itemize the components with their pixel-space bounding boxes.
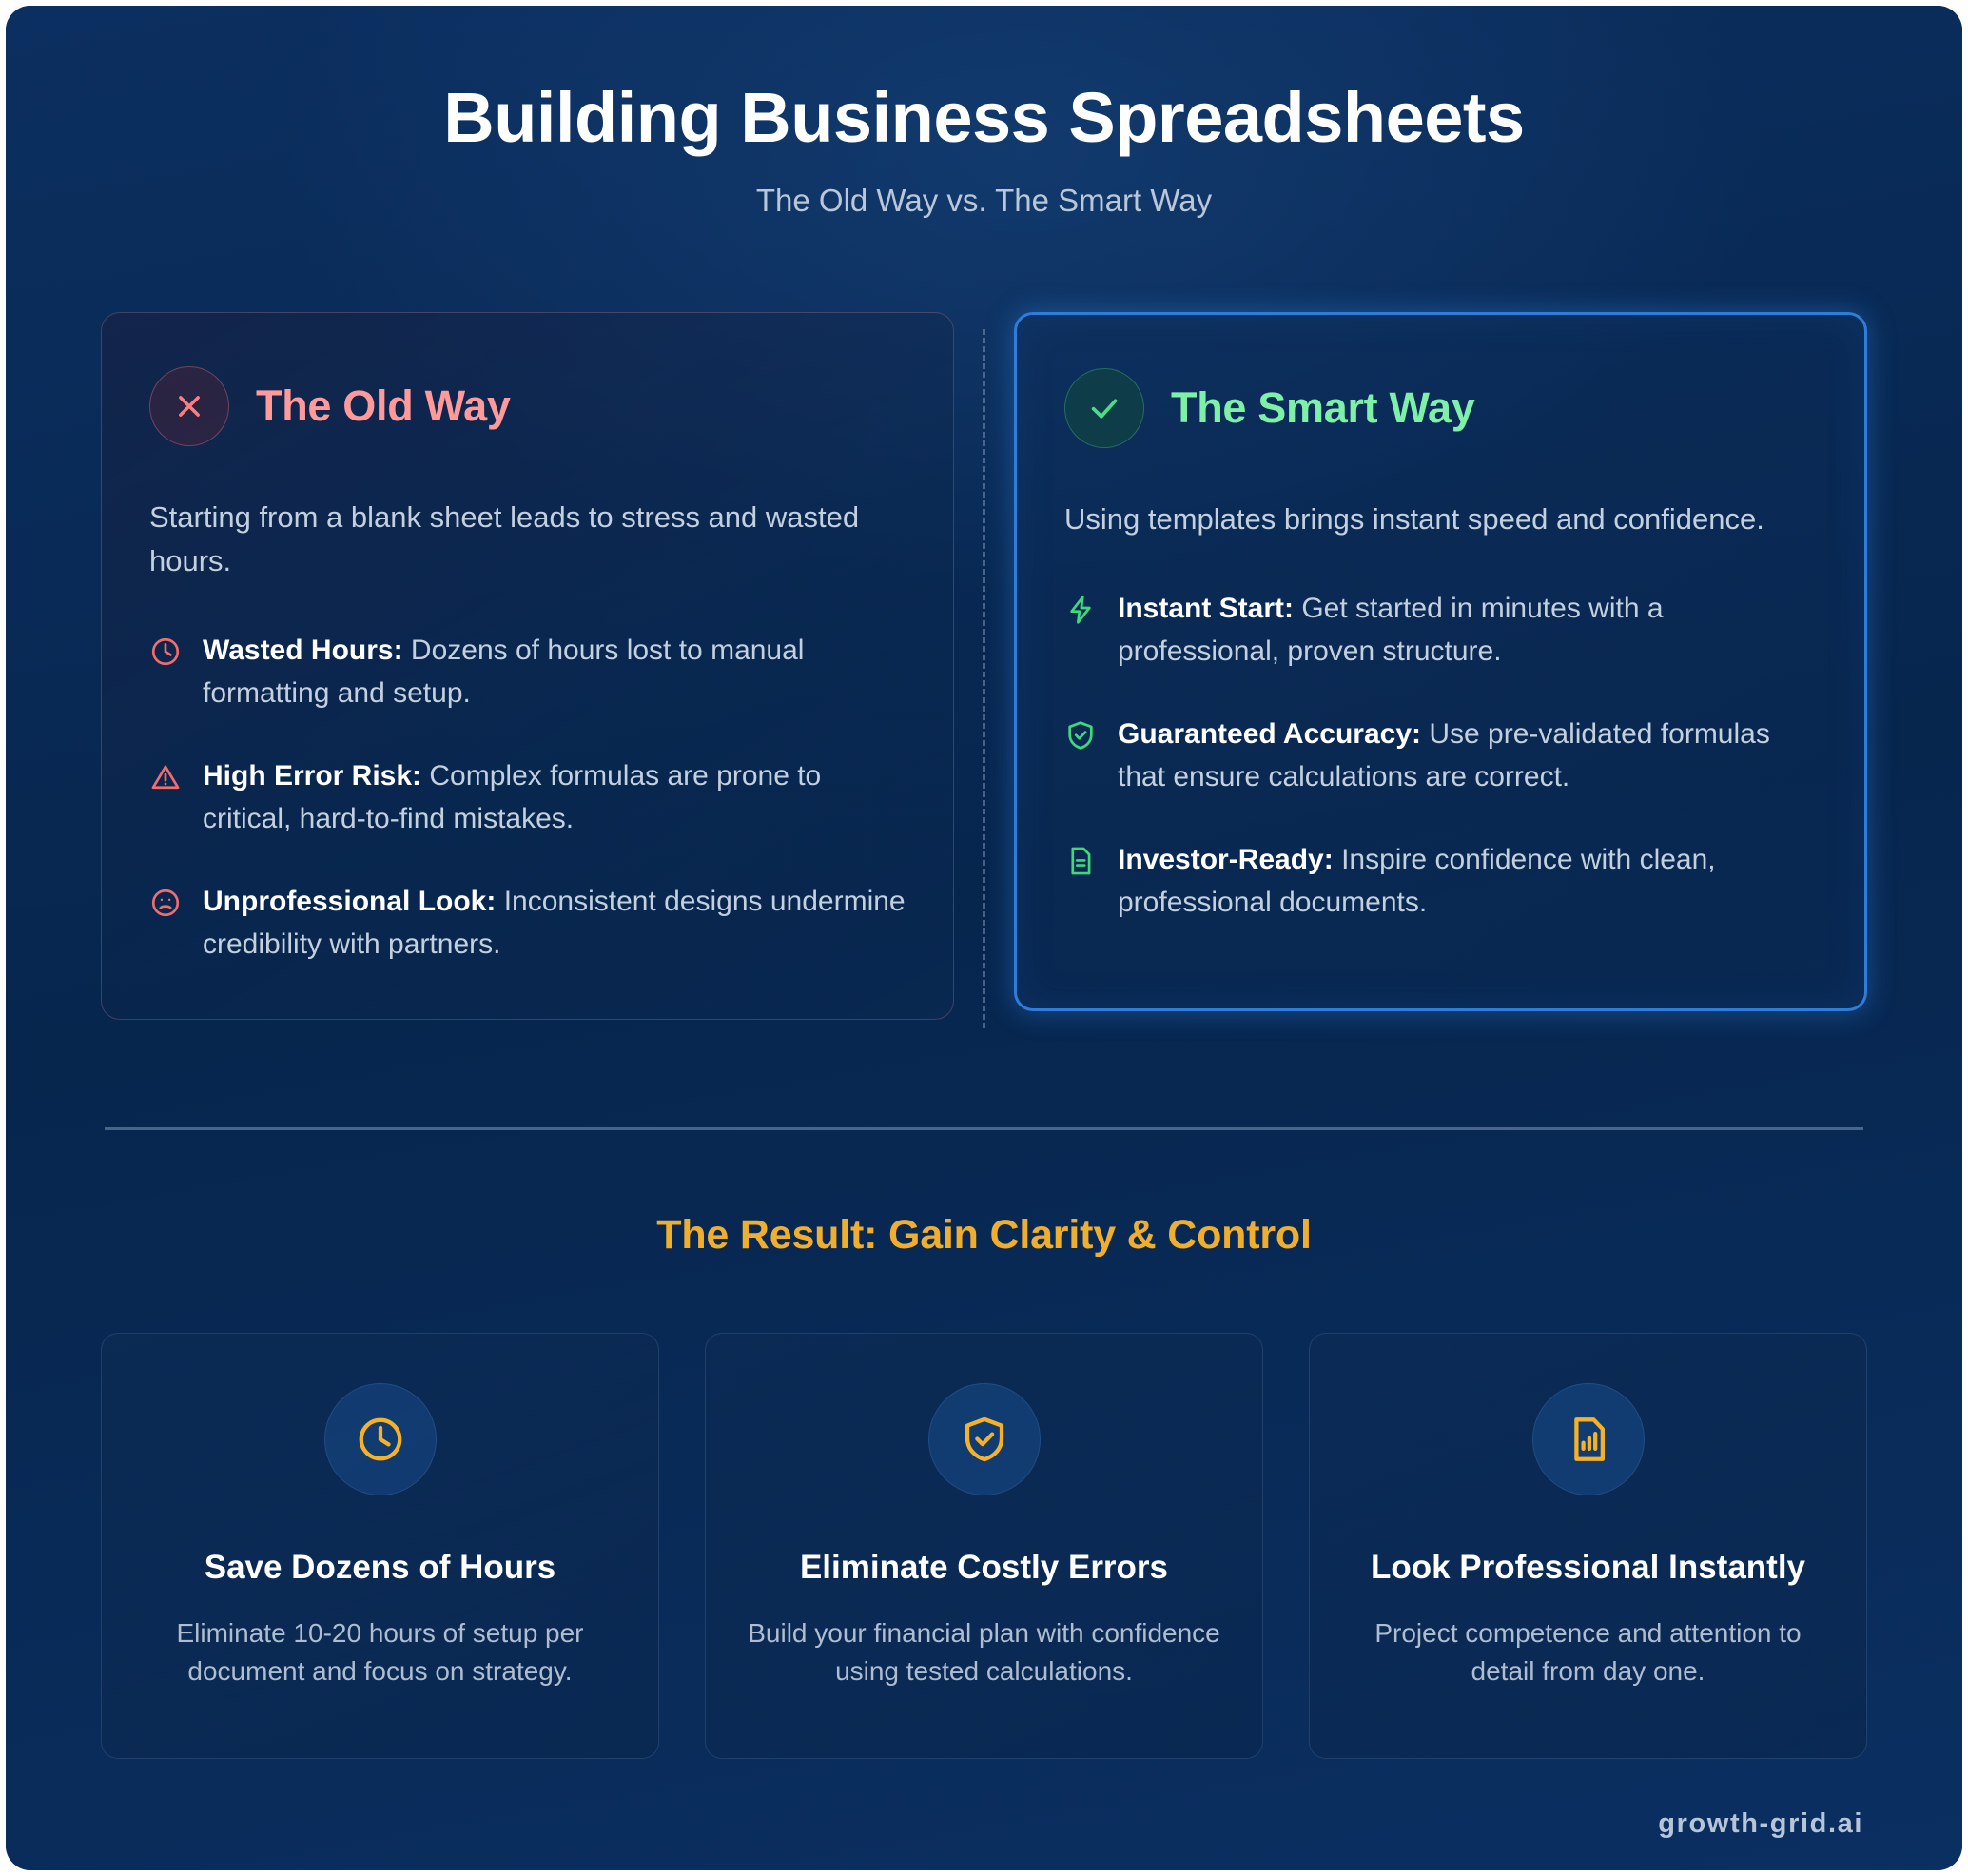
- list-item-text: Wasted Hours: Dozens of hours lost to ma…: [203, 629, 906, 714]
- old-way-column: The Old Way Starting from a blank sheet …: [101, 311, 954, 1028]
- list-item-label: Instant Start:: [1118, 593, 1295, 625]
- comparison-section: The Old Way Starting from a blank sheet …: [101, 311, 1867, 1028]
- list-item-label: Investor-Ready:: [1118, 844, 1334, 876]
- old-way-title: The Old Way: [256, 381, 511, 430]
- list-item-text: Guaranteed Accuracy: Use pre-validated f…: [1118, 713, 1817, 798]
- list-item-text: Investor-Ready: Inspire confidence with …: [1118, 838, 1817, 924]
- list-item: Instant Start: Get started in minutes wi…: [1064, 587, 1817, 673]
- shield-check-icon: [1064, 719, 1097, 752]
- smart-way-title: The Smart Way: [1171, 382, 1475, 432]
- list-item: High Error Risk: Complex formulas are pr…: [149, 754, 906, 840]
- clock-icon: [323, 1382, 437, 1495]
- file-text-icon: [1064, 845, 1097, 877]
- list-item-text: High Error Risk: Complex formulas are pr…: [203, 754, 906, 840]
- benefit-card-look-professional: Look Professional Instantly Project comp…: [1309, 1332, 1867, 1759]
- smart-way-feature-list: Instant Start: Get started in minutes wi…: [1064, 587, 1817, 924]
- smart-way-card: The Smart Way Using templates brings ins…: [1014, 311, 1867, 1011]
- benefit-card-title: Eliminate Costly Errors: [799, 1548, 1169, 1586]
- benefit-card-eliminate-errors: Eliminate Costly Errors Build your finan…: [705, 1332, 1263, 1759]
- list-item-body: Complex formulas are prone to critical, …: [203, 760, 822, 835]
- clock-icon: [149, 635, 182, 668]
- list-item-body: Inconsistent designs undermine credibili…: [203, 886, 906, 961]
- section-divider: [105, 1126, 1863, 1130]
- list-item: Unprofessional Look: Inconsistent design…: [149, 880, 906, 966]
- list-item-label: Wasted Hours:: [203, 635, 403, 667]
- old-way-feature-list: Wasted Hours: Dozens of hours lost to ma…: [149, 629, 906, 966]
- alert-triangle-icon: [149, 761, 182, 793]
- list-item-label: Unprofessional Look:: [203, 886, 497, 918]
- x-circle-icon: [149, 365, 229, 446]
- old-way-card: The Old Way Starting from a blank sheet …: [101, 311, 954, 1021]
- check-circle-icon: [1064, 367, 1144, 448]
- lightning-bolt-icon: [1064, 594, 1097, 626]
- list-item-body: Dozens of hours lost to manual formattin…: [203, 635, 805, 710]
- benefit-cards-row: Save Dozens of Hours Eliminate 10-20 hou…: [101, 1332, 1867, 1759]
- list-item-body: Inspire confidence with clean, professio…: [1118, 844, 1716, 919]
- benefit-card-desc: Build your financial plan with confidenc…: [748, 1618, 1220, 1687]
- old-way-lede: Starting from a blank sheet leads to str…: [149, 499, 860, 578]
- infographic-poster: Building Business Spreadsheets The Old W…: [6, 6, 1962, 1870]
- list-item: Wasted Hours: Dozens of hours lost to ma…: [149, 629, 906, 714]
- shield-check-icon: [927, 1382, 1041, 1495]
- list-item-body: Use pre-validated formulas that ensure c…: [1118, 718, 1770, 793]
- result-section-title: The Result: Gain Clarity & Control: [656, 1211, 1312, 1258]
- brand-footer: growth-grid.ai: [1658, 1808, 1863, 1839]
- old-way-header: The Old Way: [149, 365, 906, 446]
- page-subtitle: The Old Way vs. The Smart Way: [755, 182, 1213, 218]
- benefit-card-title: Save Dozens of Hours: [204, 1548, 556, 1586]
- list-item: Guaranteed Accuracy: Use pre-validated f…: [1064, 713, 1817, 798]
- page-title: Building Business Spreadsheets: [443, 78, 1525, 157]
- smart-way-column: The Smart Way Using templates brings ins…: [1014, 311, 1867, 1028]
- smart-way-lede: Using templates brings instant speed and…: [1064, 501, 1764, 536]
- vertical-divider: [954, 312, 1014, 1028]
- file-chart-icon: [1531, 1382, 1645, 1495]
- frown-face-icon: [149, 887, 182, 919]
- benefit-card-desc: Eliminate 10-20 hours of setup per docum…: [176, 1618, 584, 1687]
- benefit-card-save-hours: Save Dozens of Hours Eliminate 10-20 hou…: [101, 1332, 659, 1759]
- smart-way-header: The Smart Way: [1064, 367, 1817, 448]
- list-item-label: High Error Risk:: [203, 760, 422, 792]
- benefit-card-desc: Project competence and attention to deta…: [1374, 1618, 1802, 1687]
- list-item-text: Instant Start: Get started in minutes wi…: [1118, 587, 1817, 673]
- benefit-card-title: Look Professional Instantly: [1370, 1548, 1806, 1586]
- list-item-text: Unprofessional Look: Inconsistent design…: [203, 880, 906, 966]
- list-item: Investor-Ready: Inspire confidence with …: [1064, 838, 1817, 924]
- list-item-body: Get started in minutes with a profession…: [1118, 593, 1664, 668]
- list-item-label: Guaranteed Accuracy:: [1118, 718, 1422, 751]
